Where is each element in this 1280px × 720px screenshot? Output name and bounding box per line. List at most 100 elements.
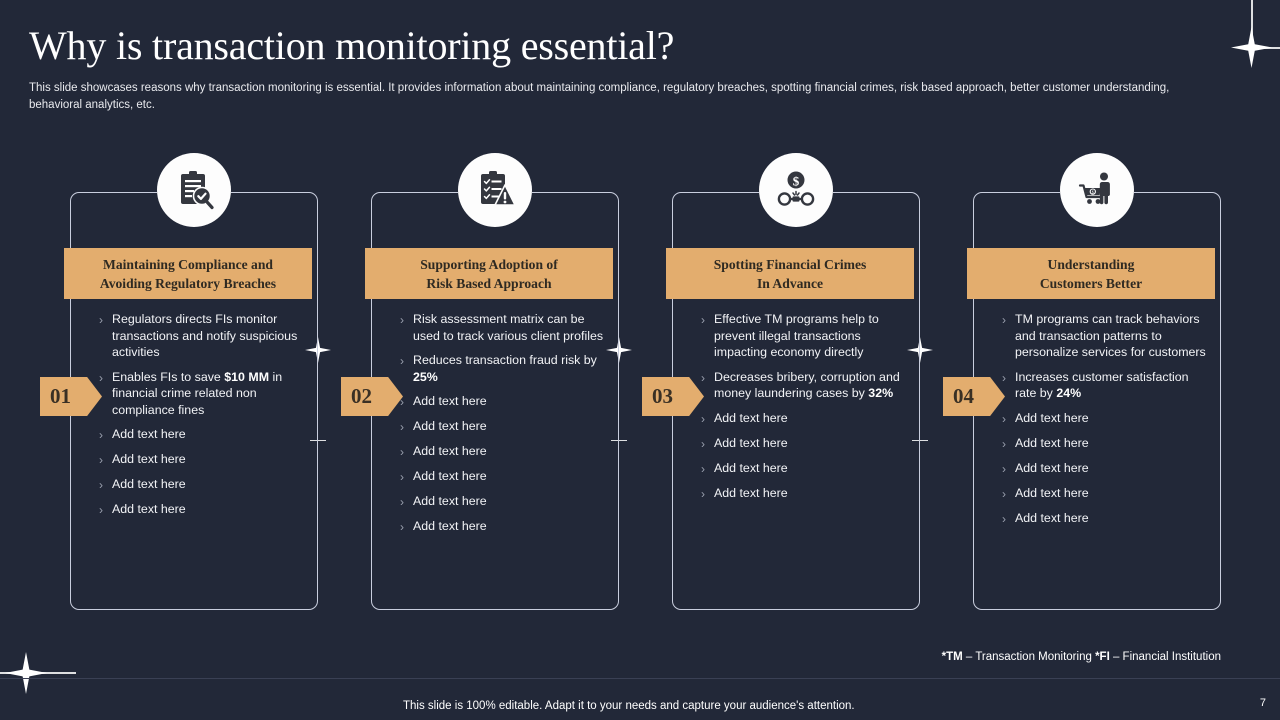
footer-note: This slide is 100% editable. Adapt it to… [403, 700, 855, 712]
list-item[interactable]: ›Add text here [99, 451, 307, 468]
list-item[interactable]: ›Add text here [400, 443, 608, 460]
page-subtitle: This slide showcases reasons why transac… [29, 82, 1170, 111]
step-badge-1[interactable]: 01 [40, 377, 102, 416]
step-badge-3[interactable]: 03 [642, 377, 704, 416]
chevron-right-icon: › [1002, 486, 1006, 501]
footnote-abbr-fi: *FI [1095, 651, 1110, 663]
chevron-right-icon: › [1002, 370, 1006, 385]
bullet-text: Add text here [714, 460, 788, 475]
bullet-text: Add text here [112, 427, 186, 441]
card-2-bullet-list: › Risk assessment matrix can be used to t… [400, 311, 608, 543]
list-item[interactable]: ›Regulators directs FIs monitor transact… [99, 311, 307, 361]
card-3-heading: Spotting Financial Crimes In Advance [666, 248, 914, 299]
bullet-text: Add text here [714, 435, 788, 450]
list-item[interactable]: › Add text here [701, 460, 909, 477]
chevron-right-icon: › [400, 470, 404, 484]
bullet-text: TM programs can track behaviors and tran… [1015, 312, 1206, 359]
bullet-text: Add text here [413, 519, 487, 533]
chevron-right-icon: › [701, 461, 705, 476]
list-item[interactable]: › Add text here [400, 393, 608, 410]
reason-card-1[interactable]: Maintaining Compliance and Avoiding Regu… [64, 153, 318, 610]
clipboard-check-magnifier-icon [157, 153, 231, 227]
list-item[interactable]: › Add text here [400, 418, 608, 435]
chevron-right-icon: › [400, 445, 404, 459]
bullet-text: Add text here [413, 469, 487, 483]
bullet-text: Add text here [1015, 410, 1089, 425]
card-1-bullet-list: › Regulators directs FIs monitor transact… [99, 311, 307, 526]
list-item[interactable]: › Reduces transaction fraud risk by 25% [400, 352, 608, 385]
chevron-right-icon: › [99, 428, 103, 442]
footer-divider [0, 678, 1280, 679]
chevron-right-icon: › [400, 313, 404, 327]
list-item[interactable]: ›Add text here [400, 493, 608, 510]
chevron-right-icon: › [400, 420, 404, 434]
chevron-right-icon: › [1002, 511, 1006, 526]
bullet-text: Add text here [714, 485, 788, 500]
list-item[interactable]: ›Add text here [99, 501, 307, 518]
list-item[interactable]: › Add text here [99, 426, 307, 443]
chevron-right-icon: › [400, 495, 404, 509]
list-item[interactable]: ›Add text here [701, 410, 909, 427]
clipboard-warning-icon [458, 153, 532, 227]
card-4-heading-line1: Understanding [1047, 256, 1135, 272]
reason-card-4[interactable]: $ Understanding Customers Better ›TM pro… [967, 153, 1221, 610]
chevron-right-icon: › [99, 370, 103, 385]
list-item[interactable]: ›Effective TM programs help to prevent i… [701, 311, 909, 361]
list-item[interactable]: › Add text here [400, 468, 608, 485]
card-2-heading: Supporting Adoption of Risk Based Approa… [365, 248, 613, 299]
list-item[interactable]: › Enables FIs to save $10 MM in financial… [99, 369, 307, 419]
list-item[interactable]: › Add text here [701, 435, 909, 452]
chevron-right-icon: › [400, 354, 404, 368]
card-3-bullet-list: › Effective TM programs help to prevent i… [701, 311, 909, 510]
bullet-text: Risk assessment matrix can be used to tr… [413, 312, 604, 343]
card-3-heading-line2: In Advance [756, 275, 824, 291]
list-item[interactable]: › Add text here [99, 476, 307, 493]
bullet-text: Increases customer satisfaction rate by … [1015, 369, 1189, 401]
bullet-text: Add text here [413, 394, 487, 408]
reason-card-2[interactable]: Supporting Adoption of Risk Based Approa… [365, 153, 619, 610]
bullet-text: Add text here [112, 477, 186, 491]
card-1-heading-line2: Avoiding Regulatory Breaches [99, 275, 277, 291]
bullet-text: Enables FIs to save $10 MM in financial … [112, 369, 283, 417]
reason-card-3[interactable]: $ Spotting Financial Crimes In Advance ›… [666, 153, 920, 610]
bullet-text: Effective TM programs help to prevent il… [714, 312, 879, 359]
list-item[interactable]: › Increases customer satisfaction rate by… [1002, 369, 1210, 402]
step-badge-2[interactable]: 02 [341, 377, 403, 416]
card-3-heading-line1: Spotting Financial Crimes [713, 256, 867, 272]
chevron-right-icon: › [400, 395, 404, 409]
list-item[interactable]: › Risk assessment matrix can be used to t… [400, 311, 608, 344]
footnote-def-tm: – Transaction Monitoring [962, 651, 1096, 663]
chevron-right-icon: › [701, 436, 705, 451]
step-badge-4[interactable]: 04 [943, 377, 1005, 416]
list-item[interactable]: › Add text here [1002, 460, 1210, 477]
chevron-right-icon: › [1002, 436, 1006, 451]
list-item[interactable]: ›TM programs can track behaviors and tra… [1002, 311, 1210, 361]
bullet-text: Regulators directs FIs monitor transacti… [112, 312, 298, 359]
bullet-text: Add text here [413, 419, 487, 433]
chevron-right-icon: › [1002, 461, 1006, 476]
chevron-right-icon: › [400, 520, 404, 534]
card-1-heading: Maintaining Compliance and Avoiding Regu… [64, 248, 312, 299]
list-item[interactable]: ›Add text here [1002, 410, 1210, 427]
list-item[interactable]: ›Add text here [701, 485, 909, 502]
chevron-right-icon: › [99, 478, 103, 492]
svg-text:$: $ [793, 173, 800, 188]
bullet-text: Add text here [112, 452, 186, 466]
list-item[interactable]: › Add text here [400, 518, 608, 535]
card-2-heading-line1: Supporting Adoption of [420, 256, 558, 272]
list-item[interactable]: ›Decreases bribery, corruption and money… [701, 369, 909, 402]
bullet-text: Add text here [714, 410, 788, 425]
bullet-text: Add text here [1015, 460, 1089, 475]
chevron-right-icon: › [701, 370, 705, 385]
dollar-broken-handcuffs-icon: $ [759, 153, 833, 227]
list-item[interactable]: › Add text here [1002, 485, 1210, 502]
list-item[interactable]: ›Add text here [1002, 510, 1210, 527]
chevron-right-icon: › [99, 503, 103, 517]
bullet-text: Reduces transaction fraud risk by 25% [413, 353, 597, 384]
abbreviation-footnote: *TM – Transaction Monitoring *FI – Finan… [942, 651, 1221, 663]
customer-shopping-cart-icon: $ [1060, 153, 1134, 227]
list-item[interactable]: › Add text here [1002, 435, 1210, 452]
footnote-abbr-tm: *TM [941, 651, 963, 663]
bullet-text: Add text here [1015, 485, 1089, 500]
bullet-text: Add text here [1015, 435, 1089, 450]
